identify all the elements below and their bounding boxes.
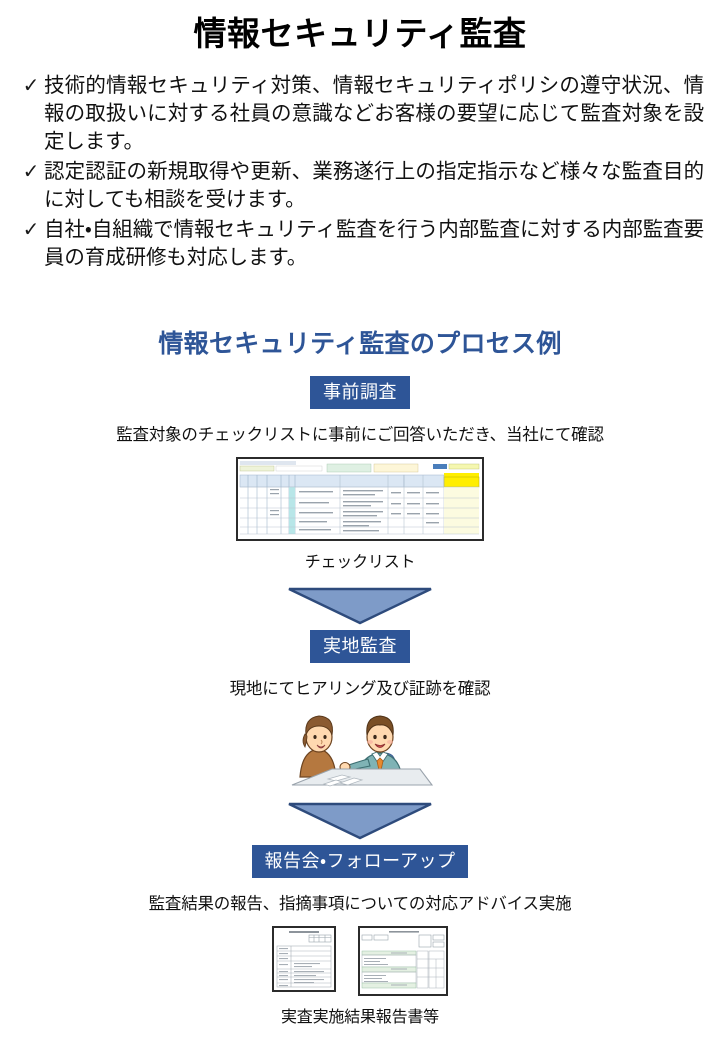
process-heading: 情報セキュリティ監査のプロセス例	[158, 329, 562, 358]
step-3-caption: 実査実施結果報告書等	[280, 1008, 439, 1026]
process-diagram: 情報セキュリティ監査のプロセス例 事前調査 監査対象のチェックリストに事前にご回…	[0, 324, 720, 1027]
list-item: ✓ 認定認証の新規取得や更新、業務遂行上の指定指示など様々な監査目的に対しても相…	[18, 158, 704, 214]
report-thumbnails	[0, 925, 720, 996]
checkmark-icon: ✓	[22, 218, 40, 241]
checklist-thumbnail	[236, 456, 484, 541]
step-1-badge: 事前調査	[310, 375, 410, 409]
step-1-description: 監査対象のチェックリストに事前にご回答いただき、当社にて確認	[116, 425, 604, 444]
step-3-description: 監査結果の報告、指摘事項についての対応アドバイス実施	[148, 894, 572, 913]
process-step-2: 実地監査 現地にてヒアリング及び証跡を確認	[0, 629, 720, 787]
feature-bullet-list: ✓ 技術的情報セキュリティ対策、情報セキュリティポリシの遵守状況、情報の取扱いに…	[18, 72, 704, 272]
arrow-down-icon	[288, 802, 432, 839]
list-item-text: 自社・自組織で情報セキュリティ監査を行う内部監査に対する内部監査要員の育成研修も…	[44, 217, 704, 269]
auditor-interview-icon	[280, 706, 440, 787]
page-title: 情報セキュリティ監査	[193, 15, 527, 52]
checkmark-icon: ✓	[22, 160, 40, 183]
interview-illustration	[280, 706, 440, 787]
step-3-badge: 報告会・フォローアップ	[251, 844, 469, 878]
step-1-caption: チェックリスト	[304, 553, 416, 571]
checklist-spreadsheet-icon	[237, 457, 483, 540]
step-2-badge: 実地監査	[310, 629, 410, 663]
list-item: ✓ 自社・自組織で情報セキュリティ監査を行う内部監査に対する内部監査要員の育成研…	[18, 216, 704, 272]
list-item-text: 認定認証の新規取得や更新、業務遂行上の指定指示など様々な監査目的に対しても相談を…	[44, 159, 704, 211]
process-step-1: 事前調査 監査対象のチェックリストに事前にご回答いただき、当社にて確認	[0, 375, 720, 572]
report-form-thumbnail	[272, 925, 336, 992]
checkmark-icon: ✓	[22, 74, 40, 97]
report-table-icon	[359, 926, 447, 995]
process-step-3: 報告会・フォローアップ 監査結果の報告、指摘事項についての対応アドバイス実施	[0, 844, 720, 1027]
step-2-description: 現地にてヒアリング及び証跡を確認	[229, 679, 491, 698]
process-arrow-1	[0, 586, 720, 626]
list-item: ✓ 技術的情報セキュリティ対策、情報セキュリティポリシの遵守状況、情報の取扱いに…	[18, 72, 704, 156]
list-item-text: 技術的情報セキュリティ対策、情報セキュリティポリシの遵守状況、情報の取扱いに対す…	[44, 73, 704, 153]
arrow-down-icon	[288, 587, 432, 624]
process-arrow-2	[0, 801, 720, 841]
report-form-icon	[273, 926, 335, 991]
report-table-thumbnail	[358, 925, 448, 996]
